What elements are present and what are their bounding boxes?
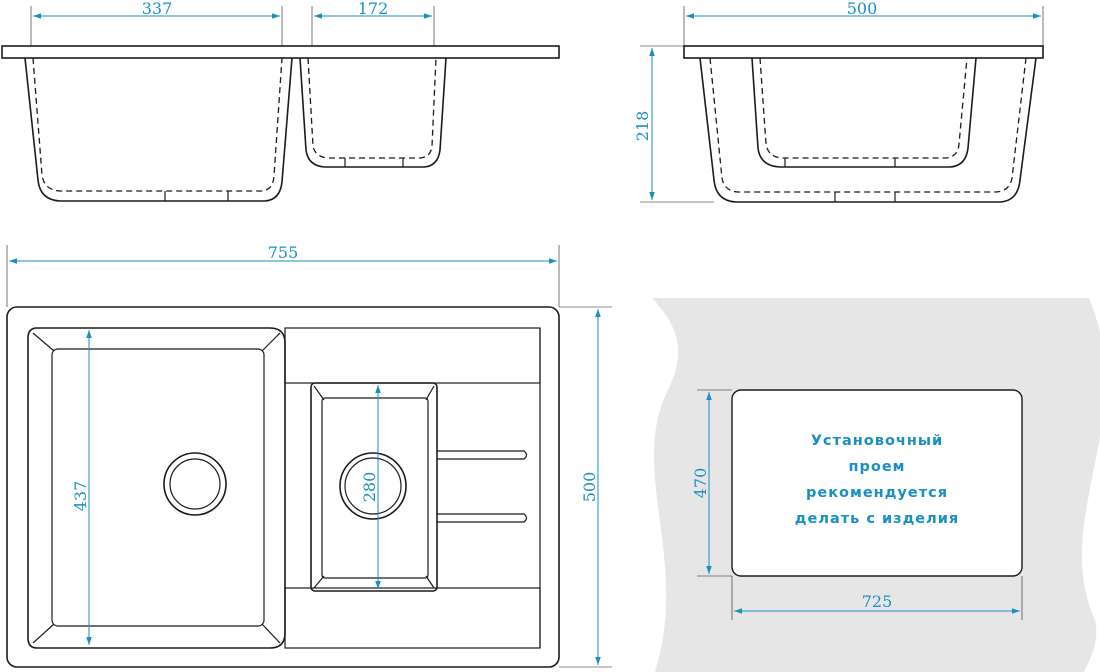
plan-board-top: [284, 327, 541, 384]
cutout-opening: [731, 389, 1023, 577]
cutout-view: Установочный проем рекомендуется делать …: [652, 298, 1100, 672]
cutout-note-line4: делать с изделия: [795, 511, 959, 527]
dim-725-label: 725: [862, 592, 893, 611]
side-inner-bowl-inner: [759, 57, 968, 159]
dim-470-label: 470: [691, 468, 710, 499]
side-outer-bowl: [699, 57, 1037, 203]
front-section-view: 337 172: [1, 0, 560, 202]
side-inner-bowl: [751, 57, 977, 168]
plan-groove-1: [437, 450, 528, 460]
dim-500-side-label: 500: [580, 472, 599, 503]
plan-small-bowl-corners: [313, 385, 435, 589]
front-large-bowl-inner: [32, 57, 283, 192]
dim-172-label: 172: [358, 0, 389, 18]
plan-outline: [6, 306, 560, 668]
plan-large-drain-inner: [169, 458, 221, 510]
dim-337-label: 337: [142, 0, 173, 18]
plan-view: 755 437 280 500: [6, 243, 612, 668]
plan-groove-2: [437, 513, 528, 523]
side-inner-drain: [784, 158, 896, 167]
front-small-drain: [344, 158, 404, 167]
plan-large-drain-outer: [163, 452, 227, 516]
side-section-view: 500 218: [633, 0, 1044, 203]
cutout-note-line1: Установочный: [811, 433, 943, 449]
plan-board-bottom: [284, 587, 541, 649]
dim-218-label: 218: [633, 111, 652, 142]
cutout-note-line2: проем: [848, 459, 905, 475]
plan-small-bowl-inner: [321, 397, 429, 579]
plan-small-bowl-outer: [310, 382, 438, 592]
front-large-bowl: [24, 57, 293, 202]
front-small-bowl: [299, 57, 447, 168]
side-rim: [683, 45, 1044, 59]
front-rim: [1, 45, 560, 59]
dim-500-top-label: 500: [847, 0, 878, 18]
plan-small-drain-inner: [344, 457, 402, 515]
side-outer-drain: [834, 192, 896, 202]
plan-large-bowl-corners: [32, 332, 281, 644]
side-outer-bowl-inner: [709, 57, 1027, 193]
front-small-bowl-inner: [307, 57, 437, 159]
plan-large-bowl-outer: [27, 327, 286, 649]
cutout-note-line3: рекомендуется: [806, 485, 948, 501]
dim-437-label: 437: [71, 481, 90, 512]
plan-large-bowl-inner: [51, 348, 265, 627]
front-large-drain: [164, 191, 229, 201]
dim-755-label: 755: [268, 243, 299, 262]
dim-280-label: 280: [360, 472, 379, 503]
plan-small-drain-outer: [339, 452, 407, 520]
